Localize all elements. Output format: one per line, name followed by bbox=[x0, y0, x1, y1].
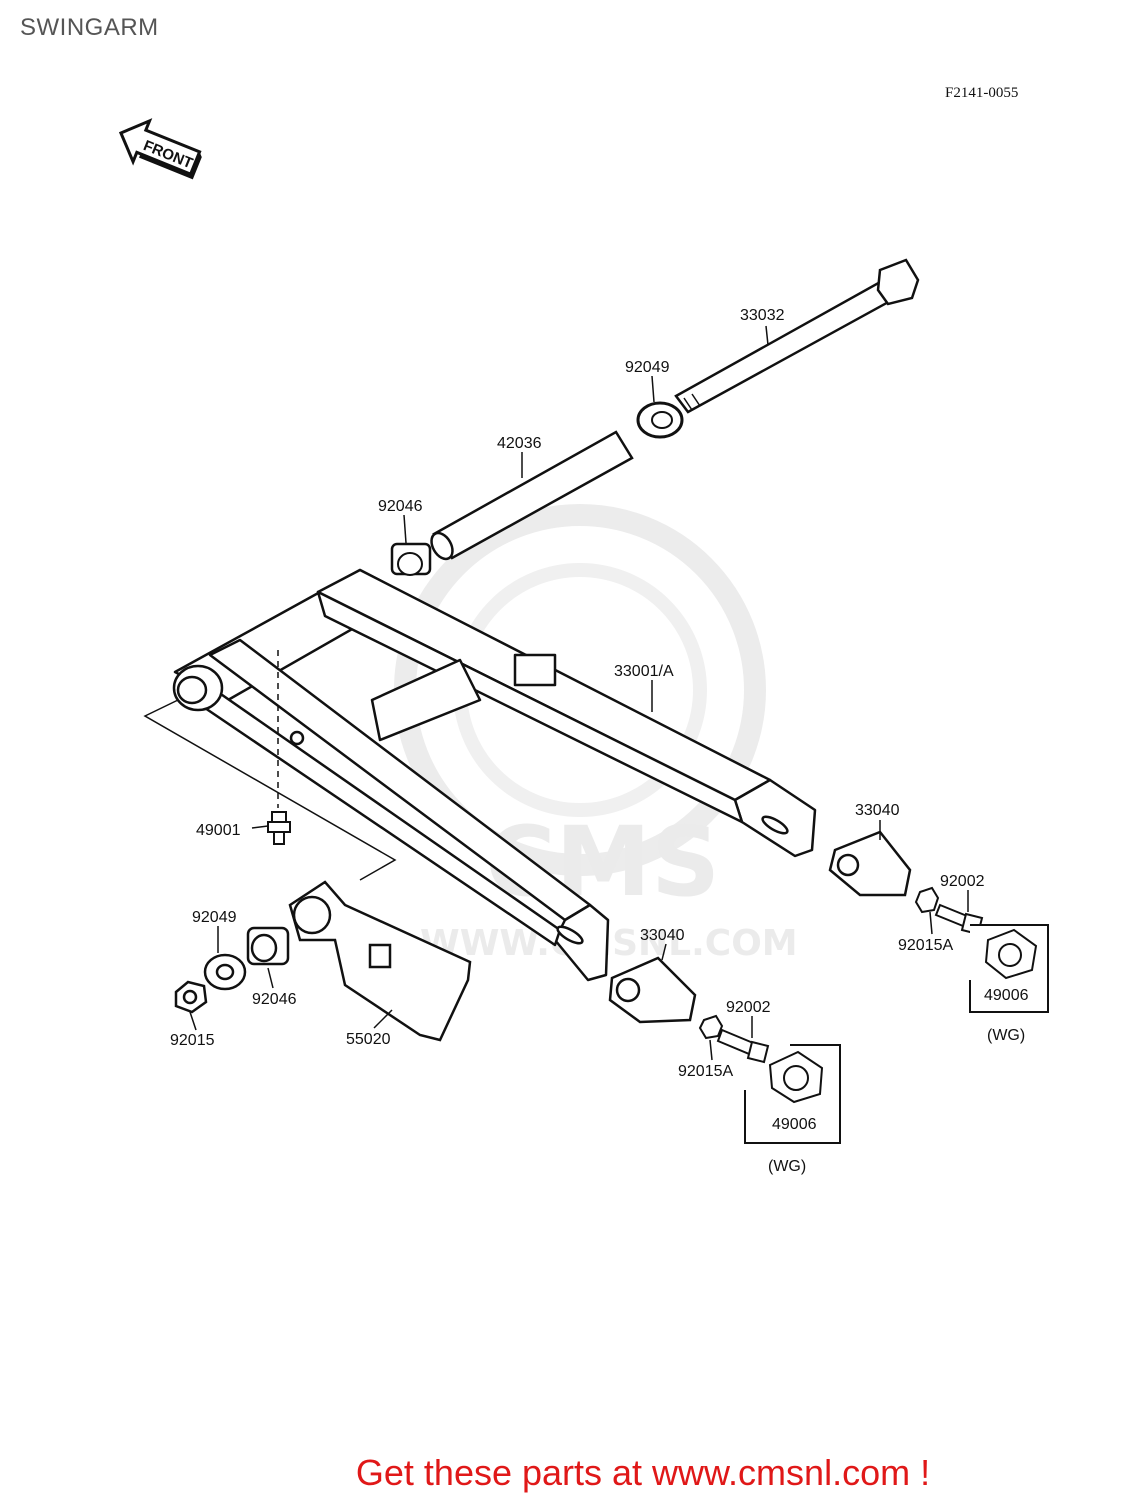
label-92015a-left: 92015A bbox=[678, 1063, 733, 1080]
chain-guide bbox=[288, 880, 472, 1042]
label-92002-left: 92002 bbox=[726, 999, 771, 1016]
label-92049-top: 92049 bbox=[625, 359, 670, 376]
label-33001a: 33001/A bbox=[614, 663, 674, 680]
label-55020: 55020 bbox=[346, 1031, 391, 1048]
footer-text: Get these parts at www.cmsnl.com ! bbox=[355, 1452, 931, 1493]
guide-lines bbox=[143, 650, 397, 881]
bottom-hardware bbox=[174, 926, 290, 1014]
label-33040-right: 33040 bbox=[855, 802, 900, 819]
front-arrow-icon: FRONT bbox=[118, 118, 202, 180]
label-wg-left: (WG) bbox=[768, 1158, 806, 1175]
page-title: SWINGARM bbox=[20, 14, 159, 41]
label-92002-right: 92002 bbox=[940, 873, 985, 890]
sleeve bbox=[430, 430, 634, 561]
footer-link-text[interactable]: Get these parts at www.cmsnl.com ! bbox=[0, 1452, 1146, 1494]
chain-adjuster-left bbox=[608, 956, 697, 1024]
label-92049-bottom: 92049 bbox=[192, 909, 237, 926]
label-92046-bottom: 92046 bbox=[252, 991, 297, 1008]
label-92015: 92015 bbox=[170, 1032, 215, 1049]
label-49006-right: 49006 bbox=[984, 987, 1029, 1004]
label-33032: 33032 bbox=[740, 307, 785, 324]
pivot-shaft bbox=[674, 258, 920, 414]
grease-nipple bbox=[267, 811, 291, 845]
label-92046-top: 92046 bbox=[378, 498, 423, 515]
label-49006-left: 49006 bbox=[772, 1116, 817, 1133]
label-92015a-right: 92015A bbox=[898, 937, 953, 954]
label-42036: 42036 bbox=[497, 435, 542, 452]
chain-adjuster-right bbox=[828, 830, 912, 897]
label-49001: 49001 bbox=[196, 822, 241, 839]
bolt-right bbox=[914, 886, 984, 936]
nut-box-left bbox=[744, 1044, 841, 1144]
swingarm-body bbox=[172, 568, 817, 982]
label-wg-right: (WG) bbox=[987, 1027, 1025, 1044]
swingarm-diagram: CMS WWW.CMSNL.COM FRONT bbox=[118, 118, 1049, 1175]
watermark: CMS WWW.CMSNL.COM bbox=[394, 504, 798, 964]
label-33040-left: 33040 bbox=[640, 927, 685, 944]
leader-lines bbox=[189, 325, 969, 1061]
part-labels: 33032 92049 42036 92046 33001/A 49001 33… bbox=[170, 307, 1029, 1175]
bolt-left bbox=[698, 1014, 770, 1064]
figure-code: F2141-0055 bbox=[945, 85, 1019, 101]
needle-bearing-top bbox=[390, 542, 432, 576]
collar-top bbox=[636, 401, 684, 439]
nut-box-right bbox=[969, 924, 1049, 1013]
